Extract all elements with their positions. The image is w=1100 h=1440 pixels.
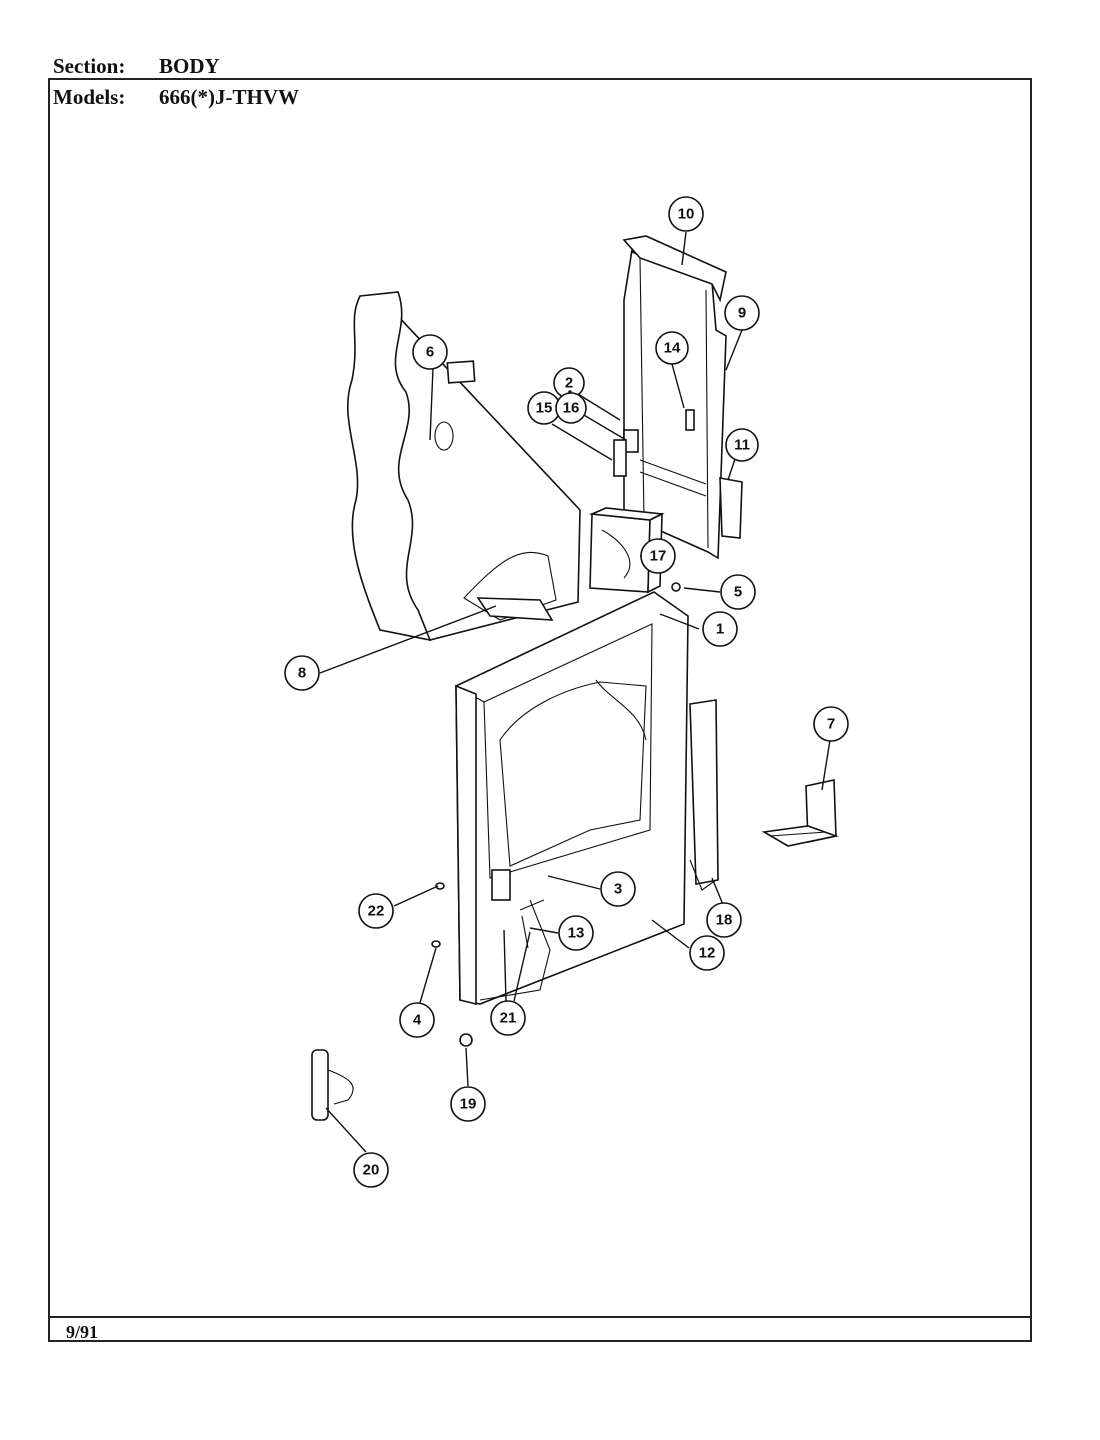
svg-text:4: 4: [413, 1012, 422, 1029]
callout-13: 13: [558, 915, 594, 951]
section-header: Section: BODY: [53, 54, 220, 78]
callout-14: 14: [655, 331, 689, 365]
callout-21: 21: [490, 1000, 526, 1036]
callout-18: 18: [706, 902, 742, 938]
section-label: Section:: [53, 54, 126, 78]
svg-text:6: 6: [426, 344, 434, 361]
callout-3: 3: [600, 871, 636, 907]
svg-text:21: 21: [500, 1010, 517, 1027]
upper-frame-assembly: [613, 235, 743, 560]
screw-part-4: [431, 940, 441, 948]
part-callouts: 1 2 3 4 5 6 7 8 9 10 11 12 13 14 15 17 1…: [284, 196, 849, 1188]
callout-16-bubble: 16: [555, 392, 587, 424]
callout-10: 10: [668, 196, 704, 232]
svg-text:3: 3: [614, 881, 622, 898]
footer-date: 9/91: [66, 1322, 99, 1342]
callout-6: 6: [412, 334, 448, 370]
svg-text:12: 12: [699, 945, 716, 962]
svg-text:8: 8: [298, 665, 306, 682]
svg-text:5: 5: [734, 584, 742, 601]
leader-lines: [319, 231, 831, 1153]
models-value: 666(*)J-THVW: [159, 85, 299, 109]
screw-part-22: [435, 882, 445, 890]
washer-part-5: [671, 582, 681, 592]
svg-text:9: 9: [738, 305, 746, 322]
footer-divider: [48, 1316, 1032, 1318]
side-bracket-part: [689, 699, 719, 891]
svg-text:13: 13: [568, 925, 585, 942]
diagram-frame: [48, 78, 1032, 1342]
callout-22: 22: [358, 893, 394, 929]
callout-5: 5: [720, 574, 756, 610]
section-value: BODY: [159, 54, 220, 78]
callout-9: 9: [724, 295, 760, 331]
callout-17: 17: [640, 538, 676, 574]
callout-1: 1: [702, 611, 738, 647]
callout-19: 19: [450, 1086, 486, 1122]
svg-text:17: 17: [650, 548, 667, 565]
side-panel-part: [347, 291, 581, 642]
svg-text:11: 11: [734, 437, 750, 454]
svg-text:22: 22: [368, 903, 385, 920]
models-label: Models:: [53, 85, 126, 109]
models-header: Models: 666(*)J-THVW: [53, 85, 299, 109]
foot-part-19: [459, 1033, 473, 1047]
svg-text:19: 19: [460, 1096, 477, 1113]
svg-text:10: 10: [678, 206, 695, 223]
callout-12: 12: [689, 935, 725, 971]
callout-7: 7: [813, 706, 849, 742]
svg-text:20: 20: [363, 1162, 380, 1179]
callout-8: 8: [284, 655, 320, 691]
callout-15: 15: [527, 391, 561, 425]
svg-text:18: 18: [716, 912, 733, 929]
l-bracket-part: [761, 779, 839, 847]
svg-text:7: 7: [827, 716, 835, 733]
blower-housing-part: [588, 507, 665, 594]
svg-text:1: 1: [716, 621, 724, 638]
latch-part: [311, 1049, 354, 1121]
svg-text:14: 14: [664, 340, 681, 357]
svg-text:2: 2: [565, 375, 573, 392]
callout-11: 11: [725, 428, 759, 462]
svg-text:15: 15: [536, 400, 553, 417]
svg-text:16: 16: [563, 400, 580, 417]
callout-4: 4: [399, 1002, 435, 1038]
callout-20: 20: [353, 1152, 389, 1188]
